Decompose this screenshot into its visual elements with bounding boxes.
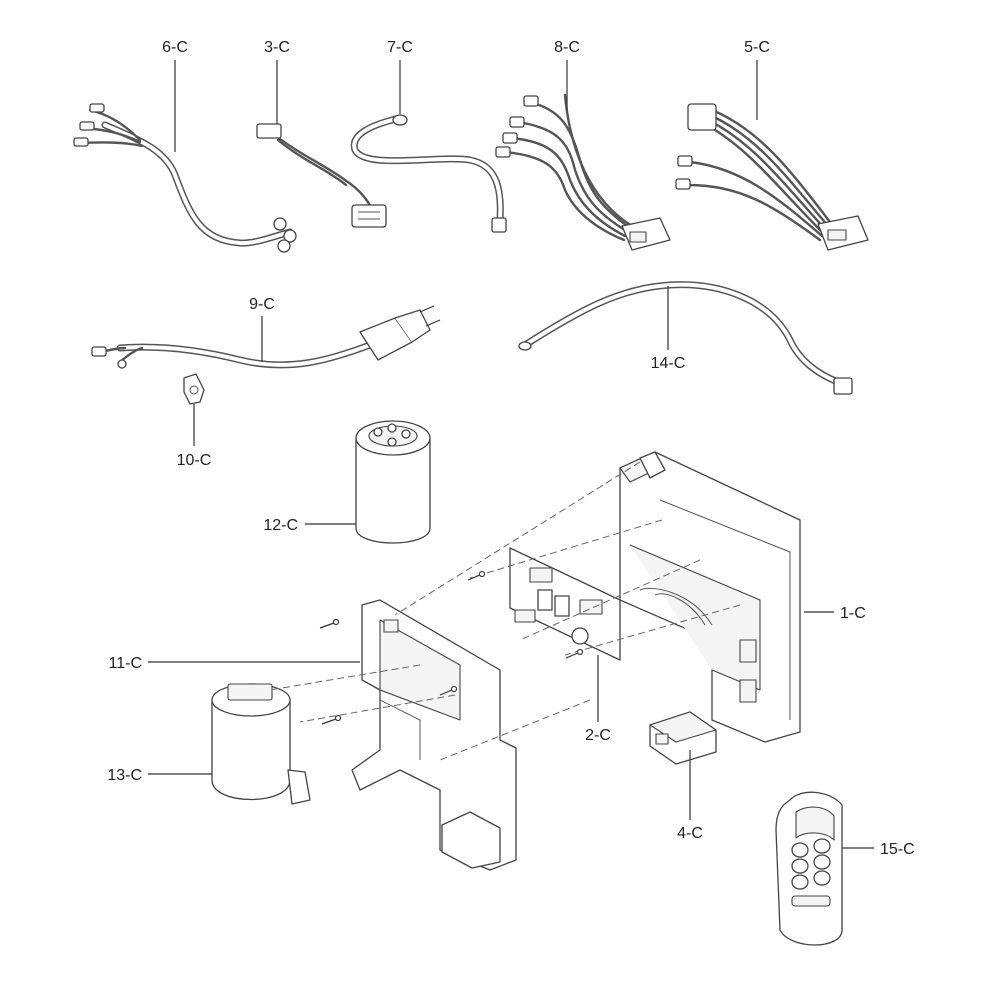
screw-icon [467, 570, 486, 581]
label-10c: 10-C [177, 452, 212, 469]
part-11c-mounting-bracket [351, 599, 517, 871]
part-8c-wire-harness [495, 93, 671, 251]
leader-lines [148, 60, 874, 849]
part-13c-component [211, 683, 311, 805]
label-11c: 11-C [109, 655, 143, 672]
label-15c: 15-C [880, 841, 915, 858]
label-7c: 7-C [387, 39, 413, 56]
part-4c-relay [649, 711, 717, 765]
part-7c-sensor-wire [350, 114, 507, 233]
part-14c-sensor-cable [518, 281, 853, 395]
part-5c-wire-harness [675, 103, 869, 251]
part-15c-remote-control [775, 791, 843, 946]
screw-icon [319, 618, 340, 629]
label-4c: 4-C [677, 825, 703, 842]
label-1c: 1-C [840, 605, 866, 622]
part-10c-cable-clamp [183, 373, 205, 405]
label-9c: 9-C [249, 296, 275, 313]
part-12c-capacitor [355, 420, 431, 544]
screw-icon [565, 648, 584, 659]
label-14c: 14-C [651, 355, 686, 372]
label-12c: 12-C [263, 517, 298, 534]
label-3c: 3-C [264, 39, 290, 56]
part-2c-circuit-board [509, 547, 621, 661]
label-8c: 8-C [554, 39, 580, 56]
part-6c-wire-harness [73, 103, 297, 253]
screw-icon [321, 714, 342, 725]
part-1c-control-box [619, 451, 801, 743]
label-5c: 5-C [744, 39, 770, 56]
part-9c-power-cord [91, 305, 441, 369]
label-6c: 6-C [162, 39, 188, 56]
label-13c: 13-C [107, 767, 142, 784]
label-2c: 2-C [585, 727, 611, 744]
part-3c-connector-cable [256, 123, 387, 228]
screw-icon [439, 685, 458, 696]
assembly-guides [269, 461, 741, 761]
part-labels: 6-C 3-C 7-C 8-C 5-C 9-C 10-C 14-C 12-C 1… [107, 39, 914, 858]
